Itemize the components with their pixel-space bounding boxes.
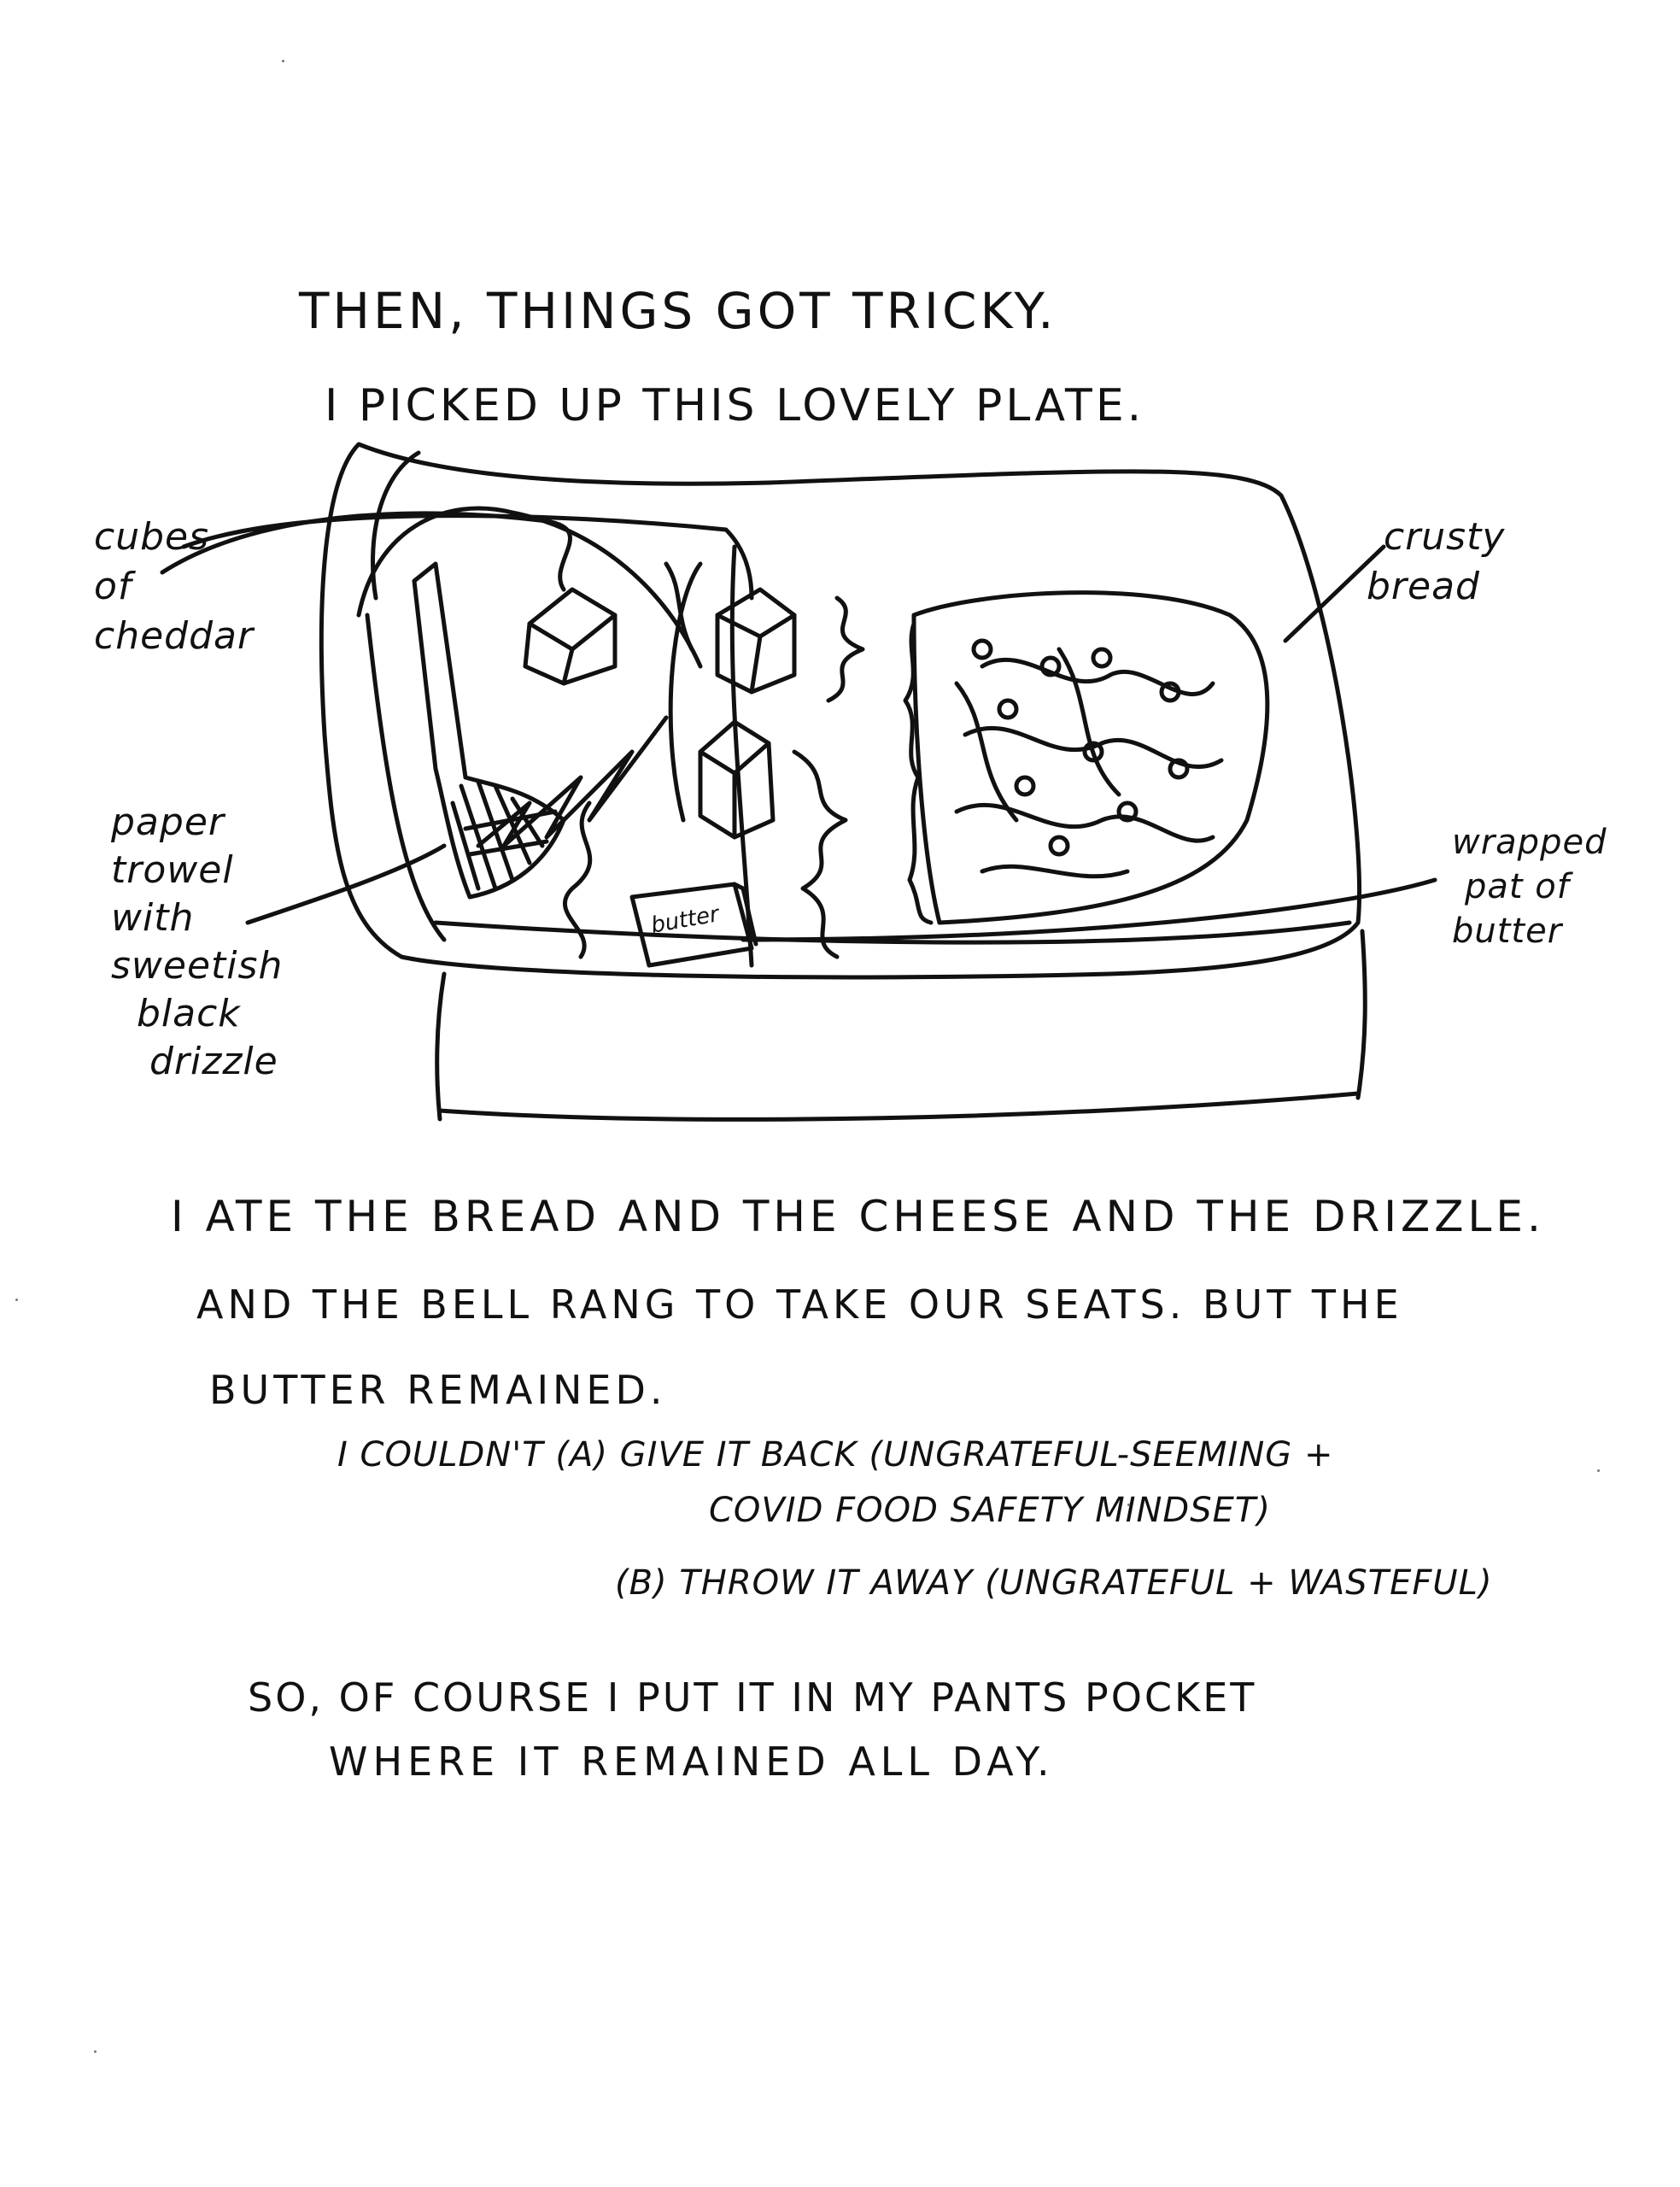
scan-speck (94, 2050, 97, 2053)
butter-pat (629, 882, 758, 968)
cheddar-cube-2 (715, 587, 797, 695)
option-a-line1: I COULDN'T (A) GIVE IT BACK (UNGRATEFUL-… (337, 1435, 1334, 1475)
heading-line-1: THEN, THINGS GOT TRICKY. (299, 282, 1057, 340)
cheddar-cube-1 (523, 587, 618, 686)
trowel (412, 561, 566, 900)
crusty-bread (903, 590, 1270, 925)
option-b: (B) THROW IT AWAY (UNGRATEFUL + WASTEFUL… (615, 1563, 1493, 1603)
heading-line-2: I PICKED UP THIS LOVELY PLATE. (325, 380, 1145, 431)
option-a-line2: COVID FOOD SAFETY MINDSET) (709, 1491, 1271, 1530)
story-p1-line3: BUTTER REMAINED. (209, 1367, 667, 1413)
story-p1-line1: I ATE THE BREAD AND THE CHEESE AND THE D… (171, 1192, 1545, 1241)
label-crusty-bread: crusty bread (1367, 515, 1506, 608)
plate-base (435, 971, 447, 1122)
story-p1-line2: AND THE BELL RANG TO TAKE OUR SEATS. BUT… (196, 1281, 1403, 1328)
label-paper-trowel: paper trowel with sweetish black drizzle (111, 800, 284, 1083)
scan-speck (1597, 1469, 1600, 1472)
scan-speck (282, 60, 284, 62)
scan-speck (15, 1299, 18, 1301)
leader-trowel (245, 843, 447, 925)
plate-rim (319, 442, 1361, 980)
leader-butter (740, 877, 1437, 942)
label-wrapped-pat-of-butter: wrapped pat of butter (1452, 823, 1607, 951)
cheddar-cube-3 (698, 719, 776, 840)
story-p2-line1: SO, OF COURSE I PUT IT IN MY PANTS POCKE… (248, 1674, 1257, 1721)
leader-bread (1283, 544, 1386, 643)
label-cubes-of-cheddar: cubes of cheddar (94, 515, 255, 658)
story-p2-line2: WHERE IT REMAINED ALL DAY. (329, 1738, 1055, 1785)
scan-speck (1127, 1504, 1130, 1506)
plate-well (371, 450, 421, 601)
